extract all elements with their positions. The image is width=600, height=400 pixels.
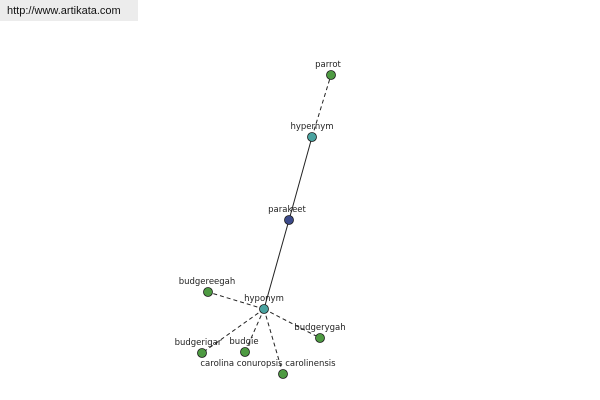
edge-hyponym-budgerygah (263, 308, 321, 339)
node-hypernym-dot[interactable] (307, 132, 317, 142)
url-bar: http://www.artikata.com (0, 0, 138, 21)
node-budgie-label: budgie (229, 337, 258, 347)
node-budgerygah-label: budgerygah (294, 323, 345, 333)
node-budgerigar-label: budgerigar (175, 338, 222, 348)
node-parakeet-label: parakeet (268, 205, 306, 215)
edge-parakeet-hypernym (288, 136, 313, 221)
edge-parakeet-hyponym (263, 219, 290, 310)
node-parakeet[interactable]: parakeet (268, 205, 307, 225)
node-hyponym-label: hyponym (244, 294, 284, 304)
node-budgereegah-label: budgereegah (179, 277, 236, 287)
node-hypernym[interactable]: hypernym (290, 122, 334, 142)
edges-layer (201, 74, 332, 375)
node-budgie[interactable]: budgie (229, 337, 259, 357)
node-parrot[interactable]: parrot (315, 60, 342, 80)
site-url-link[interactable]: http://www.artikata.com (7, 4, 121, 17)
node-carolina-label: carolina conuropsis carolinensis (200, 359, 336, 369)
node-hyponym[interactable]: hyponym (244, 294, 284, 314)
edge-hyponym-budgerigar (201, 308, 265, 354)
node-budgereegah-dot[interactable] (203, 287, 213, 297)
node-budgie-dot[interactable] (240, 347, 250, 357)
nodes-layer: parrot hypernym parakeet hyponym budgereegah… (175, 60, 346, 379)
node-carolina[interactable]: carolina conuropsis carolinensis (200, 359, 336, 379)
node-budgerygah-dot[interactable] (315, 333, 325, 343)
node-budgereegah[interactable]: budgereegah (179, 277, 236, 297)
node-parrot-dot[interactable] (326, 70, 336, 80)
node-carolina-dot[interactable] (278, 369, 288, 379)
edge-hyponym-budgie (244, 308, 265, 353)
node-parakeet-dot[interactable] (284, 215, 294, 225)
edge-hypernym-parrot (311, 74, 332, 138)
node-budgerigar[interactable]: budgerigar (175, 338, 222, 358)
edge-hyponym-carolina (263, 308, 284, 375)
node-budgerygah[interactable]: budgerygah (294, 323, 346, 343)
node-parrot-label: parrot (315, 60, 341, 70)
node-hyponym-dot[interactable] (259, 304, 269, 314)
node-hypernym-label: hypernym (290, 122, 333, 132)
node-budgerigar-dot[interactable] (197, 348, 207, 358)
edge-hyponym-budgereegah (207, 291, 265, 310)
